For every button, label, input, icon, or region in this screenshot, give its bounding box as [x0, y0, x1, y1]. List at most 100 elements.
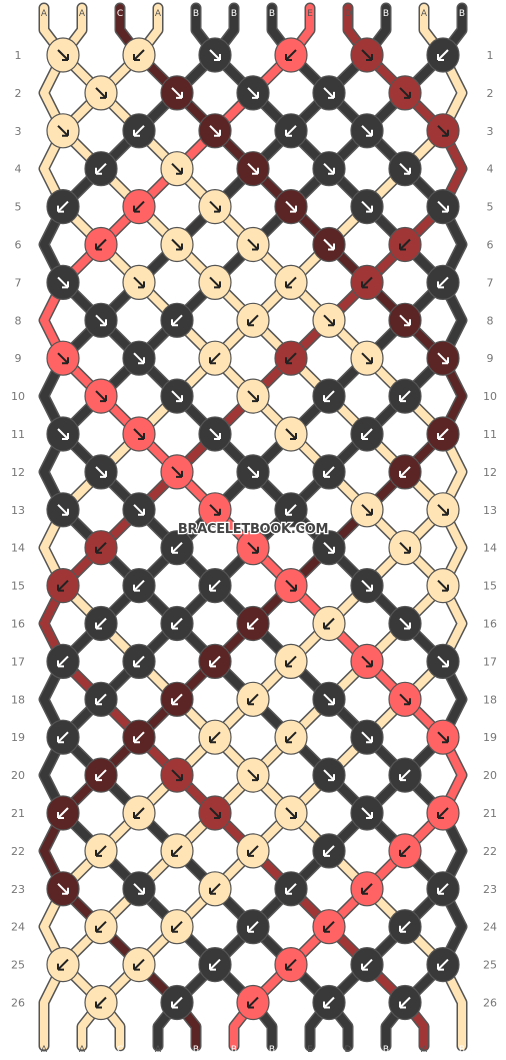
knot-arrowhead: [290, 584, 297, 592]
row-number-right: 11: [483, 428, 497, 441]
knot: [274, 189, 308, 225]
knot-arrow: [95, 541, 107, 554]
knot: [388, 226, 422, 263]
knot-arrowhead: [57, 660, 64, 668]
row-number-right: 13: [483, 504, 497, 517]
knot: [84, 757, 118, 793]
knot-arrowhead: [100, 91, 107, 99]
knot-arrowhead: [437, 887, 444, 895]
knot: [236, 75, 270, 111]
knot-arrowhead: [404, 91, 411, 99]
knot: [350, 37, 384, 73]
knot-arrow: [323, 845, 335, 857]
row-number-right: 22: [483, 845, 497, 858]
row-number-right: 7: [487, 276, 494, 289]
knot-arrowhead: [442, 129, 449, 137]
knot-arrowhead: [100, 395, 107, 403]
knot-arrow: [209, 428, 221, 440]
knot-arrowhead: [214, 281, 221, 289]
knot-arrow: [57, 731, 69, 743]
row-number-right: 2: [487, 87, 494, 100]
knot-arrowhead: [252, 395, 259, 403]
knot-arrow: [171, 769, 183, 781]
knot-arrow: [399, 996, 411, 1009]
knot-arrow: [95, 617, 107, 630]
knot-arrowhead: [328, 698, 335, 706]
knot-arrow: [285, 579, 297, 592]
knot: [426, 189, 460, 225]
knot-arrowhead: [209, 736, 216, 744]
bottom-strand-label: B: [459, 1045, 465, 1055]
knot: [274, 946, 308, 983]
knot: [350, 719, 384, 755]
row-number-left: 8: [15, 314, 22, 327]
knot: [350, 871, 384, 907]
knot: [46, 946, 80, 983]
knot: [350, 189, 384, 225]
knot-arrow: [323, 769, 335, 781]
knot: [122, 189, 156, 225]
knot: [312, 909, 346, 945]
knot-arrowhead: [214, 54, 221, 61]
knot-arrowhead: [399, 849, 406, 857]
knot-arrowhead: [214, 433, 221, 440]
knot-arrowhead: [323, 849, 330, 857]
knot: [236, 378, 270, 414]
knot-arrowhead: [399, 925, 406, 933]
knot-arrow: [95, 845, 107, 857]
knot: [46, 264, 80, 300]
knot-arrow: [133, 352, 145, 364]
row-number-left: 25: [11, 959, 25, 972]
knot: [198, 492, 232, 528]
knot-arrowhead: [366, 508, 373, 516]
knot: [236, 454, 270, 490]
knot-arrow: [209, 49, 221, 61]
row-number-right: 24: [483, 921, 497, 934]
knot-arrowhead: [176, 243, 183, 251]
row-number-left: 10: [11, 390, 25, 403]
knot-arrow: [361, 504, 373, 516]
knot: [84, 302, 118, 338]
knot-arrowhead: [252, 546, 259, 554]
knot-arrow: [95, 996, 107, 1009]
knot-arrowhead: [247, 1001, 254, 1009]
row-number-left: 5: [15, 201, 22, 214]
knot: [46, 189, 80, 225]
row-number-right: 20: [483, 769, 497, 782]
knot-arrowhead: [133, 660, 140, 668]
knot-arrowhead: [442, 736, 449, 744]
knot-grid: [46, 37, 460, 1021]
knot: [426, 795, 460, 831]
row-number-left: 16: [11, 618, 25, 631]
knot-arrow: [323, 617, 335, 630]
knot-arrow: [209, 655, 221, 668]
knot-arrowhead: [361, 281, 368, 289]
knot: [350, 643, 384, 680]
knot-arrow: [209, 579, 221, 592]
knot-arrow: [171, 617, 183, 630]
knot-arrow: [209, 125, 221, 137]
knot-arrow: [133, 883, 145, 895]
knot-arrowhead: [176, 167, 183, 175]
knot-arrowhead: [366, 205, 373, 213]
knot: [122, 340, 156, 376]
knot-arrowhead: [247, 698, 254, 706]
top-strand-label: E: [307, 9, 313, 19]
knot: [198, 189, 232, 225]
knot: [236, 681, 270, 717]
row-number-right: 10: [483, 390, 497, 403]
knot-arrowhead: [361, 963, 368, 971]
knot-arrowhead: [285, 660, 292, 668]
knot-arrow: [437, 958, 449, 971]
knot-arrow: [285, 958, 297, 971]
knot-arrow: [361, 125, 373, 137]
knot-arrow: [209, 276, 221, 289]
knot: [122, 37, 156, 73]
knot: [388, 681, 422, 717]
knot-arrow: [171, 996, 183, 1009]
knot: [426, 643, 460, 680]
knot-arrow: [437, 807, 449, 819]
row-number-left: 7: [15, 276, 22, 289]
